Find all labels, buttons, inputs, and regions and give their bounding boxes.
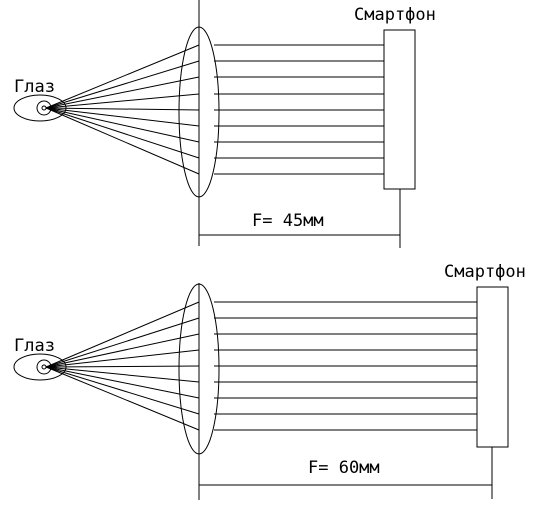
converging-ray: [45, 76, 200, 109]
smartphone-box: [383, 29, 416, 190]
converging-ray: [45, 366, 200, 399]
converging-ray: [45, 107, 200, 143]
converging-ray: [45, 366, 200, 383]
converging-ray: [45, 366, 200, 415]
eye-label: Глаз: [14, 77, 55, 97]
converging-ray: [45, 93, 200, 109]
focal-length-label: F= 60мм: [308, 458, 380, 478]
converging-ray: [45, 107, 200, 127]
ray-fan: [45, 44, 200, 175]
converging-ray: [45, 60, 200, 109]
converging-ray: [45, 107, 200, 159]
parallel-rays: [214, 301, 477, 431]
converging-ray: [45, 365, 200, 368]
converging-ray: [45, 317, 200, 368]
converging-ray: [45, 44, 200, 109]
smartphone-label: Смартфон: [354, 5, 436, 25]
parallel-rays: [214, 44, 384, 175]
converging-ray: [45, 366, 200, 431]
converging-ray: [45, 301, 200, 368]
smartphone-box: [476, 286, 509, 448]
converging-ray: [45, 349, 200, 368]
smartphone-label: Смартфон: [444, 262, 526, 282]
converging-ray: [45, 107, 200, 175]
ray-fan: [45, 301, 200, 431]
converging-ray: [45, 107, 200, 111]
diagram-top: Глаз Смартфон F= 45мм: [13, 0, 436, 248]
converging-ray: [45, 333, 200, 368]
focal-length-label: F= 45мм: [252, 211, 324, 231]
eye-label: Глаз: [14, 336, 55, 356]
diagram-bottom: Глаз Смартфон F= 60мм: [13, 262, 526, 500]
